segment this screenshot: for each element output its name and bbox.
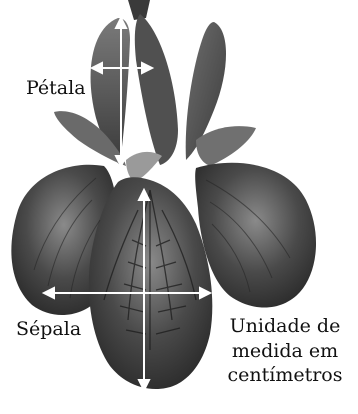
style-arm-right bbox=[196, 126, 256, 166]
unit-note-line: Unidade de bbox=[210, 314, 358, 339]
petal-label: Pétala bbox=[26, 77, 86, 100]
unit-note-line: centímetros bbox=[210, 363, 358, 388]
sepal-label: Sépala bbox=[16, 318, 81, 341]
upright-petal-center bbox=[135, 14, 178, 165]
unit-note: Unidade de medida em centímetros bbox=[210, 314, 358, 388]
unit-note-line: medida em bbox=[210, 339, 358, 364]
